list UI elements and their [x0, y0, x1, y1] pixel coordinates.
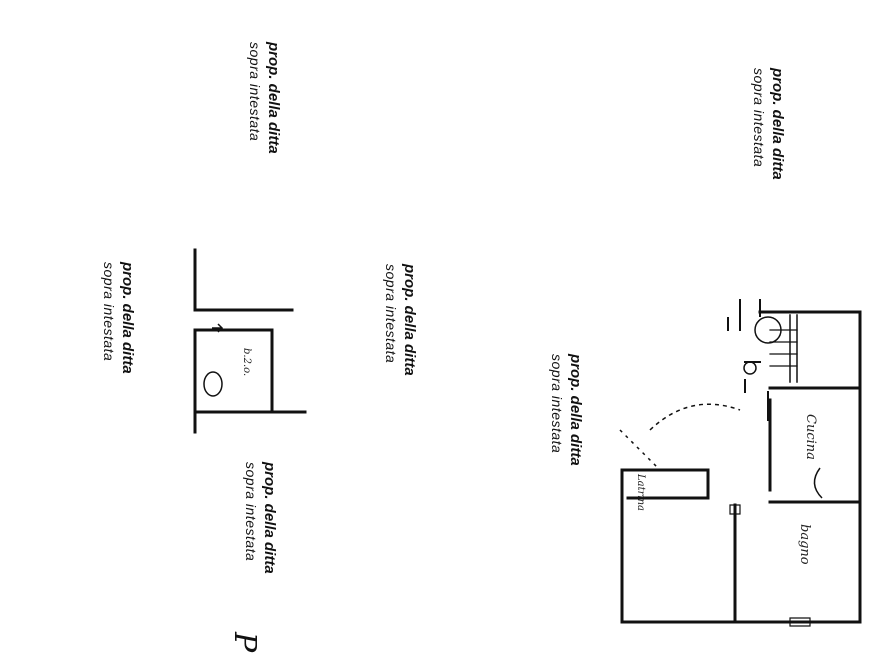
- owner-label-line2: sopra intestata: [247, 42, 264, 142]
- stair-steps: [769, 329, 798, 367]
- corridor-dash: [619, 429, 661, 471]
- owner-label-line2: sopra intestata: [101, 262, 118, 362]
- entry-wall-b: [744, 361, 769, 421]
- room-bath-annex: b.2.o.: [241, 348, 252, 377]
- owner-label-line2: sopra intestata: [243, 462, 260, 562]
- room-latrine: Latrina: [635, 474, 646, 512]
- owner-label-line1: prop. della ditta: [261, 462, 278, 574]
- outer-wall-bottom: [620, 468, 862, 624]
- entry-wall-a: [727, 299, 761, 331]
- door-mark-center: [729, 504, 741, 515]
- annex-top: [193, 248, 294, 312]
- owner-label-line1: prop. della ditta: [265, 42, 282, 154]
- corner-letter-mark: P: [227, 632, 262, 653]
- door-mark-bottom: [789, 617, 811, 627]
- owner-label-4: prop. della ditta sopra intestata: [100, 262, 136, 374]
- owner-label-1: prop. della ditta sopra intestata: [246, 42, 282, 154]
- annex-room: [193, 328, 274, 414]
- owner-label-5: prop. della ditta sopra intestata: [548, 354, 584, 466]
- room-bath-main: bagno: [797, 524, 812, 565]
- owner-label-2: prop. della ditta sopra intestata: [750, 68, 786, 180]
- owner-label-line2: sopra intestata: [383, 264, 400, 364]
- kitchen-door-swing: [813, 467, 823, 499]
- stair-circle: [754, 316, 782, 344]
- room-kitchen: Cucina: [803, 414, 818, 460]
- annex-arrow: [212, 323, 224, 333]
- owner-label-line2: sopra intestata: [549, 354, 566, 454]
- owner-label-3: prop. della ditta sopra intestata: [382, 264, 418, 376]
- owner-label-line1: prop. della ditta: [119, 262, 136, 374]
- owner-label-line2: sopra intestata: [751, 68, 768, 168]
- owner-label-line1: prop. della ditta: [769, 68, 786, 180]
- owner-label-line1: prop. della ditta: [567, 354, 584, 466]
- entry-circle: [743, 361, 757, 375]
- stair-outline: [789, 314, 798, 383]
- owner-label-line1: prop. della ditta: [401, 264, 418, 376]
- annex-fixture: [203, 371, 223, 397]
- entry-dash-arc: [649, 403, 741, 431]
- owner-label-6: prop. della ditta sopra intestata: [242, 462, 278, 574]
